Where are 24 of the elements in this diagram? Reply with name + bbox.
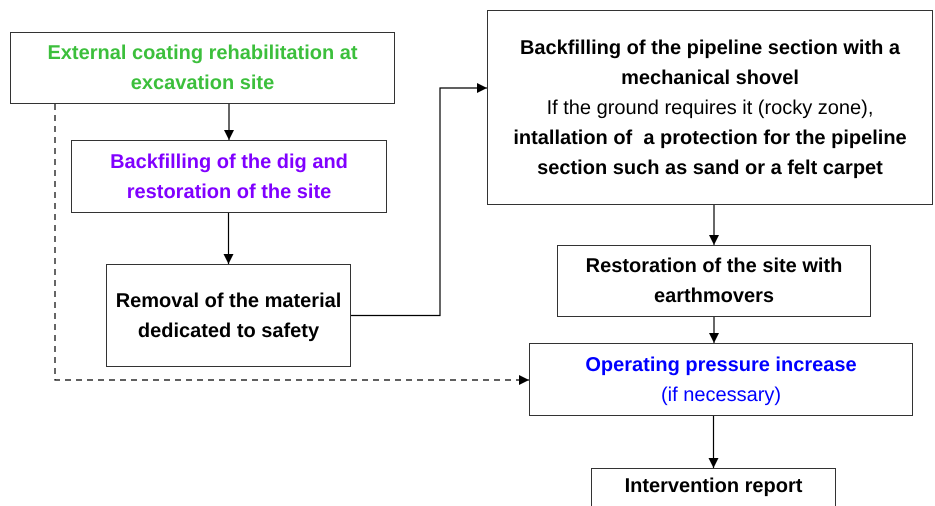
step-text: Restoration of the site with earthmovers [584, 254, 844, 309]
arrow [708, 416, 718, 468]
dashed-arrow [54, 104, 529, 385]
arrow [351, 83, 487, 316]
process-box [529, 343, 913, 416]
process-box [591, 468, 836, 506]
step-text: Backfilling of the pipeline section with a mechanical shovel [518, 36, 902, 90]
step-text: If the ground requires it (rocky zone), [546, 96, 874, 120]
step-text: (if necessary) [660, 382, 782, 408]
step-text: Backfilling of the dig and restoration of the site [109, 150, 349, 204]
process-box [10, 32, 395, 104]
arrow [224, 104, 234, 140]
step-text: External coating rehabilitation at excavation site [46, 41, 359, 96]
step-text: Operating pressure increase [585, 352, 857, 378]
process-box [71, 140, 387, 213]
step-text: intallation of a protection for the pipeline section such as sand or a felt carpet [512, 126, 908, 180]
process-box [557, 245, 871, 317]
step-text: Removal of the material dedicated to safety [114, 288, 342, 344]
process-box [487, 10, 933, 205]
arrow [709, 205, 719, 245]
arrow [224, 213, 234, 264]
step-text: Intervention report [624, 474, 802, 499]
process-box [106, 264, 351, 367]
arrow [709, 317, 719, 343]
